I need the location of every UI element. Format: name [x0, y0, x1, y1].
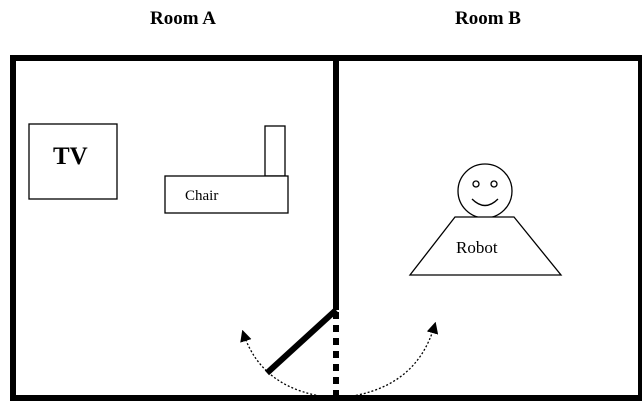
chair-label: Chair: [185, 188, 218, 204]
tv-box: [28, 123, 118, 200]
outer-wall: [10, 55, 642, 401]
door-swing-arrow-left: [240, 329, 337, 399]
chair-seat: [164, 175, 289, 214]
room-b-title: Room B: [455, 8, 521, 29]
robot-head: [457, 163, 513, 219]
robot-body: [408, 216, 563, 276]
robot-eye-left: [472, 180, 480, 188]
robot-label: Robot: [456, 238, 498, 257]
robot-smile: [471, 198, 499, 207]
chair-back: [264, 125, 286, 177]
door-swing-arrow-right: [335, 321, 439, 399]
tv-label: TV: [53, 143, 88, 170]
room-a-title: Room A: [150, 8, 216, 29]
robot-eye-right: [490, 180, 498, 188]
door-panel: [264, 307, 339, 376]
